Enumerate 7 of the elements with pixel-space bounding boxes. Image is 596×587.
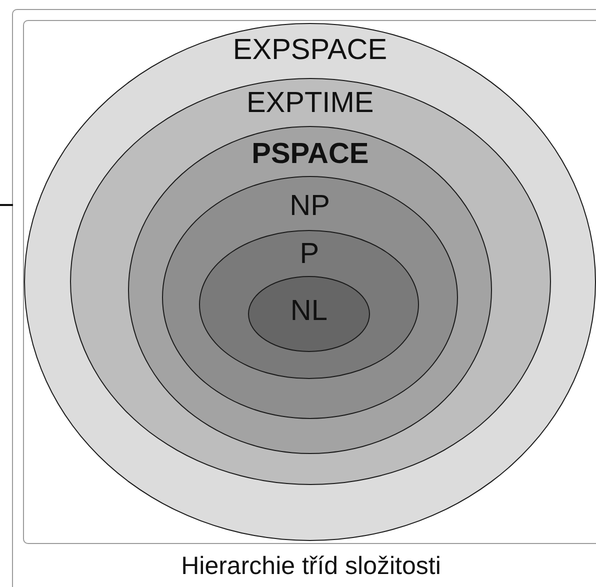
- class-label: NP: [288, 188, 331, 223]
- class-label: EXPTIME: [245, 86, 375, 120]
- class-label: NL: [289, 294, 328, 328]
- class-label: EXPSPACE: [232, 33, 388, 67]
- caption: Hierarchie tříd složitosti: [180, 551, 442, 581]
- class-label: P: [298, 237, 320, 272]
- class-label: PSPACE: [250, 137, 370, 172]
